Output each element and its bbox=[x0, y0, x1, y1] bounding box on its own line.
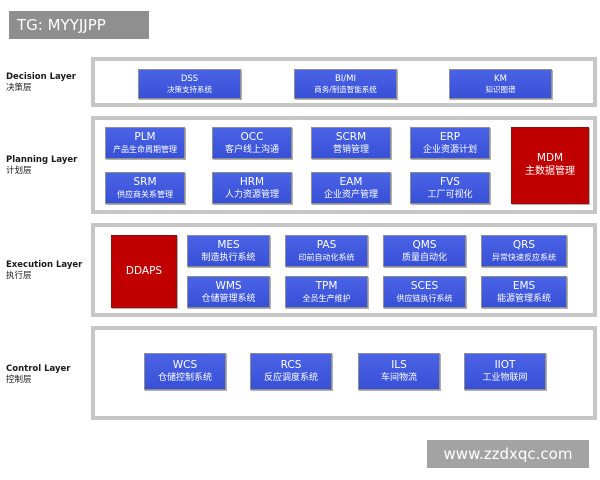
module-desc: 印前自动化系统 bbox=[298, 252, 355, 262]
module-code: TPM bbox=[315, 279, 338, 292]
planning-layer-label: Planning Layer 计划层 bbox=[6, 155, 77, 177]
planning-layer-en: Planning Layer bbox=[6, 155, 78, 165]
module-code: EMS bbox=[512, 279, 536, 292]
module-srm: SRM 供应商关系管理 bbox=[105, 172, 185, 204]
module-desc: 工业物联网 bbox=[482, 373, 528, 383]
execution-layer-label: Execution Layer 执行层 bbox=[6, 260, 82, 282]
module-code: QMS bbox=[412, 238, 437, 251]
decision-layer-zh: 决策层 bbox=[6, 83, 32, 93]
control-layer-zh: 控制层 bbox=[6, 375, 32, 385]
module-code: SCES bbox=[410, 279, 439, 292]
module-desc: 供应商关系管理 bbox=[117, 189, 173, 199]
module-qrs: QRS 异常快速反应系统 bbox=[481, 235, 567, 267]
module-desc: 工厂可视化 bbox=[427, 189, 473, 200]
module-code: SRM bbox=[133, 175, 157, 188]
module-code: SCRM bbox=[335, 130, 367, 143]
watermark-url: www.zzdxqc.com bbox=[427, 440, 589, 468]
module-desc: 决策支持系统 bbox=[167, 84, 212, 94]
module-code: PLM bbox=[134, 130, 156, 143]
module-plm: PLM 产品生命周期管理 bbox=[105, 127, 185, 159]
execution-layer-en: Execution Layer bbox=[6, 260, 83, 270]
module-desc: 商务/制造智能系统 bbox=[314, 84, 377, 94]
module-desc: 营销管理 bbox=[332, 144, 369, 155]
module-tpm: TPM 全员生产维护 bbox=[285, 276, 368, 308]
module-desc: 异常快速反应系统 bbox=[492, 252, 556, 262]
module-mes: MES 制造执行系统 bbox=[187, 235, 270, 267]
module-code: DSS bbox=[180, 73, 199, 84]
module-bi-mi: BI/MI 商务/制造智能系统 bbox=[294, 69, 397, 99]
module-iiot: IIOT 工业物联网 bbox=[464, 353, 546, 390]
module-code: OCC bbox=[240, 130, 264, 143]
module-occ: OCC 客户线上沟通 bbox=[212, 127, 292, 159]
module-km: KM 知识图谱 bbox=[449, 69, 552, 99]
decision-layer-label: Decision Layer 决策层 bbox=[6, 72, 76, 94]
module-code: MES bbox=[217, 238, 240, 251]
planning-layer-panel: PLM 产品生命周期管理 OCC 客户线上沟通 SCRM 营销管理 ERP 企业… bbox=[91, 116, 597, 214]
module-desc: 仓储控制系统 bbox=[157, 373, 212, 383]
module-desc: 制造执行系统 bbox=[201, 252, 256, 263]
module-erp: ERP 企业资源计划 bbox=[410, 127, 490, 159]
module-code: MDM bbox=[536, 152, 564, 164]
module-pas: PAS 印前自动化系统 bbox=[285, 235, 368, 267]
module-desc: 企业资源计划 bbox=[422, 144, 477, 155]
module-sces: SCES 供应链执行系统 bbox=[383, 276, 466, 308]
module-code: WMS bbox=[215, 279, 242, 292]
module-code: FVS bbox=[440, 175, 460, 188]
module-ems: EMS 能源管理系统 bbox=[481, 276, 567, 308]
module-desc: 能源管理系统 bbox=[496, 293, 551, 304]
module-code: HRM bbox=[239, 175, 265, 188]
module-desc: 人力资源管理 bbox=[224, 189, 279, 200]
module-ddaps: DDAPS bbox=[111, 235, 177, 308]
module-dss: DSS 决策支持系统 bbox=[138, 69, 241, 99]
module-code: DDAPS bbox=[125, 265, 163, 277]
module-code: KM bbox=[494, 73, 507, 84]
module-hrm: HRM 人力资源管理 bbox=[212, 172, 292, 204]
module-mdm: MDM 主数据管理 bbox=[511, 127, 589, 204]
module-desc: 供应链执行系统 bbox=[396, 293, 453, 303]
planning-layer-zh: 计划层 bbox=[6, 166, 32, 176]
module-code: ILS bbox=[391, 359, 407, 371]
tag-label: TG: MYYJJPP bbox=[9, 11, 149, 39]
module-code: BI/MI bbox=[334, 73, 357, 84]
module-rcs: RCS 反应调度系统 bbox=[250, 353, 332, 390]
module-desc: 反应调度系统 bbox=[263, 373, 318, 383]
module-scrm: SCRM 营销管理 bbox=[311, 127, 391, 159]
module-wms: WMS 仓储管理系统 bbox=[187, 276, 270, 308]
module-desc: 企业资产管理 bbox=[323, 189, 378, 200]
control-layer-en: Control Layer bbox=[6, 364, 71, 374]
module-code: PAS bbox=[316, 238, 337, 251]
module-desc: 全员生产维护 bbox=[302, 293, 351, 303]
module-desc: 车间物流 bbox=[380, 373, 417, 383]
module-code: RCS bbox=[280, 359, 302, 371]
module-desc: 知识图谱 bbox=[485, 84, 516, 94]
module-ils: ILS 车间物流 bbox=[358, 353, 440, 390]
execution-layer-zh: 执行层 bbox=[6, 271, 32, 281]
module-qms: QMS 质量自动化 bbox=[383, 235, 466, 267]
decision-layer-en: Decision Layer bbox=[6, 72, 76, 82]
module-desc: 仓储管理系统 bbox=[201, 293, 256, 304]
module-fvs: FVS 工厂可视化 bbox=[410, 172, 490, 204]
module-eam: EAM 企业资产管理 bbox=[311, 172, 391, 204]
module-desc: 客户线上沟通 bbox=[224, 144, 279, 155]
module-code: ERP bbox=[439, 130, 461, 143]
control-layer-label: Control Layer 控制层 bbox=[6, 364, 71, 386]
module-desc: 质量自动化 bbox=[401, 252, 447, 263]
control-layer-panel: WCS 仓储控制系统 RCS 反应调度系统 ILS 车间物流 IIOT 工业物联… bbox=[91, 326, 597, 420]
module-wcs: WCS 仓储控制系统 bbox=[144, 353, 226, 390]
module-code: QRS bbox=[512, 238, 536, 251]
module-desc: 产品生命周期管理 bbox=[113, 144, 177, 154]
module-code: EAM bbox=[339, 175, 363, 188]
module-desc: 主数据管理 bbox=[525, 166, 575, 177]
decision-layer-panel: DSS 决策支持系统 BI/MI 商务/制造智能系统 KM 知识图谱 bbox=[91, 57, 597, 107]
module-code: WCS bbox=[172, 359, 198, 371]
module-code: IIOT bbox=[494, 359, 516, 371]
execution-layer-panel: DDAPS MES 制造执行系统 PAS 印前自动化系统 QMS 质量自动化 Q… bbox=[91, 223, 597, 317]
